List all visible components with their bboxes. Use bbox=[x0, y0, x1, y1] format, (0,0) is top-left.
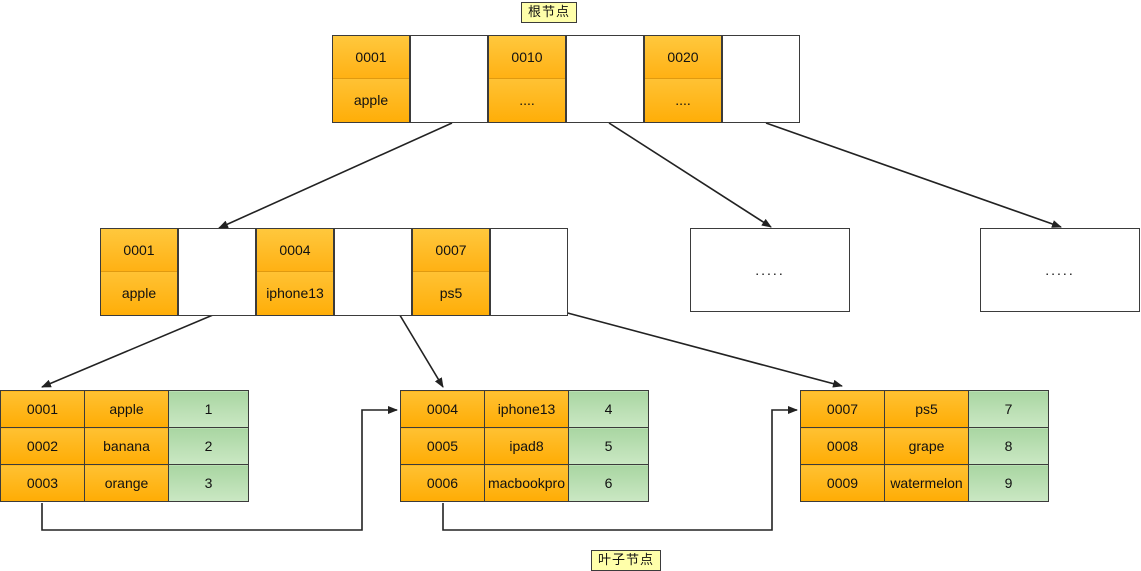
internal-node-placeholder-2[interactable]: ..... bbox=[690, 228, 850, 312]
leaf-node-2-row-2-name: ipad8 bbox=[484, 427, 569, 465]
leaf-node-1-row-3-value: 3 bbox=[168, 464, 249, 502]
leaf-node-1-row-3-name: orange bbox=[84, 464, 169, 502]
leaf-node-3-row-1-value: 7 bbox=[968, 390, 1049, 428]
edge-internal-to-leaf-2 bbox=[397, 311, 444, 388]
root-node-pointer-1[interactable] bbox=[410, 35, 488, 123]
root-node-value-1: apple bbox=[333, 79, 409, 122]
placeholder-dots: ..... bbox=[1045, 262, 1075, 278]
root-node-entry-2[interactable]: 0010.... bbox=[488, 35, 566, 123]
internal-node-1-pointer-2[interactable] bbox=[334, 228, 412, 316]
edge-root-to-placeholder-3 bbox=[765, 122, 1062, 228]
root-node-pointer-3[interactable] bbox=[722, 35, 800, 123]
leaf-node-3-row-2-id: 0008 bbox=[800, 427, 885, 465]
root-node-key-2: 0010 bbox=[489, 36, 565, 79]
root-node-key-3: 0020 bbox=[645, 36, 721, 79]
internal-node-1-pointer-3[interactable] bbox=[490, 228, 568, 316]
leaf-node-3-row-3-id: 0009 bbox=[800, 464, 885, 502]
internal-node-1-pointer-1[interactable] bbox=[178, 228, 256, 316]
leaf-node-3-row-3-name: watermelon bbox=[884, 464, 969, 502]
leaf-node-2-row-2-value: 5 bbox=[568, 427, 649, 465]
root-node-label: 根节点 bbox=[521, 2, 578, 23]
leaf-node-3-row-2-value: 8 bbox=[968, 427, 1049, 465]
leaf-node-1-row-1-id: 0001 bbox=[0, 390, 85, 428]
internal-node-1-key-3: 0007 bbox=[413, 229, 489, 272]
leaf-node-2-row-3-id: 0006 bbox=[400, 464, 485, 502]
root-node-entry-3[interactable]: 0020.... bbox=[644, 35, 722, 123]
leaf-node-2-row-1-name: iphone13 bbox=[484, 390, 569, 428]
leaf-node-1-row-2-id: 0002 bbox=[0, 427, 85, 465]
internal-node-1-key-1: 0001 bbox=[101, 229, 177, 272]
root-node-value-2: .... bbox=[489, 79, 565, 122]
leaf-node-2-row-1-value: 4 bbox=[568, 390, 649, 428]
leaf-node-3-row-1-name: ps5 bbox=[884, 390, 969, 428]
leaf-node-1-row-2-name: banana bbox=[84, 427, 169, 465]
internal-node-placeholder-3[interactable]: ..... bbox=[980, 228, 1140, 312]
leaf-node-2-row-2-id: 0005 bbox=[400, 427, 485, 465]
leaf-node-1-row-1-name: apple bbox=[84, 390, 169, 428]
leaf-node-2-row-3-name: macbookpro bbox=[484, 464, 569, 502]
placeholder-dots: ..... bbox=[755, 262, 785, 278]
internal-node-1-value-3: ps5 bbox=[413, 272, 489, 315]
internal-node-1-key-2: 0004 bbox=[257, 229, 333, 272]
internal-node-1-value-2: iphone13 bbox=[257, 272, 333, 315]
edge-root-to-placeholder-2 bbox=[608, 122, 772, 228]
internal-node-1-value-1: apple bbox=[101, 272, 177, 315]
leaf-node-2-row-1-id: 0004 bbox=[400, 390, 485, 428]
root-node-value-3: .... bbox=[645, 79, 721, 122]
leaf-node-1-row-1-value: 1 bbox=[168, 390, 249, 428]
edge-root-to-internal-1 bbox=[218, 122, 453, 229]
root-node-pointer-2[interactable] bbox=[566, 35, 644, 123]
edge-internal-to-leaf-1 bbox=[41, 311, 221, 388]
leaf-node-3-row-3-value: 9 bbox=[968, 464, 1049, 502]
leaf-node-1-row-3-id: 0003 bbox=[0, 464, 85, 502]
edge-internal-to-leaf-3 bbox=[544, 306, 843, 388]
leaf-node-2-row-3-value: 6 bbox=[568, 464, 649, 502]
root-node-key-1: 0001 bbox=[333, 36, 409, 79]
leaf-node-3-row-1-id: 0007 bbox=[800, 390, 885, 428]
leaf-node-3-row-2-name: grape bbox=[884, 427, 969, 465]
leaf-node-1-row-2-value: 2 bbox=[168, 427, 249, 465]
leaf-node-label: 叶子节点 bbox=[591, 550, 662, 571]
